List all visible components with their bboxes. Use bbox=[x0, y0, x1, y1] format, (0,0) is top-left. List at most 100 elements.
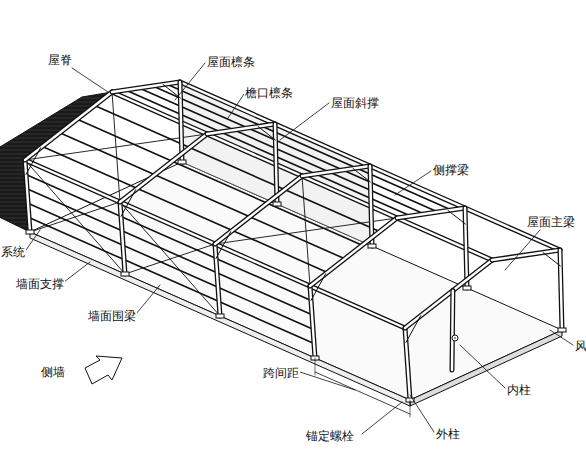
rafter bbox=[120, 134, 207, 202]
rafter bbox=[405, 260, 492, 328]
eave-purlin bbox=[180, 82, 560, 250]
roof-purlin bbox=[285, 190, 380, 232]
rafter bbox=[112, 82, 180, 92]
rafter bbox=[25, 92, 112, 160]
part-label: 内柱 bbox=[506, 383, 532, 397]
leader-line bbox=[300, 372, 355, 390]
roof-purlin bbox=[267, 203, 362, 245]
roof-purlin bbox=[42, 146, 137, 188]
knee-brace bbox=[406, 316, 421, 343]
roof-purlin bbox=[250, 217, 345, 259]
rafter bbox=[492, 250, 560, 260]
roof-brace bbox=[302, 176, 310, 286]
rafter bbox=[310, 218, 397, 286]
inner-column bbox=[450, 291, 456, 370]
leader-line bbox=[410, 395, 434, 432]
rafter bbox=[112, 82, 180, 92]
leader-line bbox=[228, 94, 244, 118]
leader-line bbox=[505, 230, 540, 270]
base-plate bbox=[26, 230, 34, 234]
roof-purlin bbox=[95, 106, 190, 148]
part-label: 屋面主梁 bbox=[526, 215, 576, 229]
rafter bbox=[310, 218, 397, 286]
part-label: 屋脊 bbox=[47, 53, 73, 67]
view-arrow bbox=[85, 356, 122, 384]
outer-column bbox=[465, 208, 467, 288]
leader-line bbox=[26, 230, 40, 250]
rafter bbox=[397, 208, 465, 218]
outer-column bbox=[275, 124, 277, 204]
part-label: 屋面檩条 bbox=[206, 55, 256, 69]
roof-purlin bbox=[155, 175, 250, 217]
rafter bbox=[207, 124, 275, 134]
roof-purlin bbox=[137, 188, 232, 230]
rafter bbox=[397, 208, 465, 218]
base-plate bbox=[121, 272, 129, 276]
slab-edge bbox=[30, 232, 410, 406]
base-plate bbox=[463, 286, 471, 290]
column-marker bbox=[454, 337, 456, 339]
outer-column bbox=[560, 250, 562, 330]
roof-purlin bbox=[232, 230, 327, 272]
knee-brace bbox=[121, 190, 136, 217]
rafter bbox=[215, 176, 302, 244]
outer-column bbox=[370, 166, 372, 246]
gable-wall bbox=[0, 92, 112, 232]
dimension-tick bbox=[410, 400, 411, 417]
leader-line bbox=[550, 330, 573, 345]
rafter bbox=[207, 124, 275, 134]
roof-purlin bbox=[172, 161, 267, 203]
ridge-beam bbox=[112, 92, 492, 260]
eave-purlin bbox=[25, 160, 405, 328]
rafter bbox=[405, 260, 492, 328]
knee-brace bbox=[26, 148, 41, 175]
knee-brace bbox=[353, 169, 370, 183]
outer-column bbox=[560, 250, 562, 330]
knee-brace bbox=[448, 211, 465, 225]
part-label: 外柱 bbox=[435, 427, 461, 441]
base-plate bbox=[178, 160, 186, 164]
part-label: 墙面支撑 bbox=[15, 277, 65, 291]
roof-purlin bbox=[60, 133, 155, 175]
part-label: 墙面围梁 bbox=[87, 309, 137, 323]
roof-brace bbox=[112, 92, 120, 202]
rafter bbox=[302, 166, 370, 176]
rafter bbox=[492, 250, 560, 260]
part-label: 侧墙 bbox=[40, 365, 66, 379]
leader-line bbox=[460, 345, 505, 388]
leader-line bbox=[175, 63, 205, 100]
leader-line bbox=[136, 285, 160, 314]
base-plate bbox=[558, 328, 566, 332]
inner-column bbox=[451, 291, 454, 370]
part-label: 跨间距 bbox=[262, 366, 300, 380]
part-label: 锚定螺栓 bbox=[305, 429, 355, 443]
ridge-beam bbox=[112, 92, 492, 260]
base-plate bbox=[273, 202, 281, 206]
slab-edge bbox=[410, 330, 562, 406]
base-plate bbox=[216, 314, 224, 318]
leader-line bbox=[280, 103, 329, 140]
part-label: 风 bbox=[574, 339, 586, 353]
leader-line bbox=[64, 262, 90, 282]
eave-purlin bbox=[180, 82, 560, 250]
leader-line bbox=[395, 171, 431, 195]
part-label: 侧撑梁 bbox=[432, 163, 470, 177]
rafter bbox=[215, 176, 302, 244]
outer-column bbox=[370, 166, 372, 246]
dimension-tick bbox=[315, 358, 316, 375]
base-plate bbox=[368, 244, 376, 248]
rafter bbox=[25, 92, 112, 160]
roof-purlin bbox=[190, 148, 285, 190]
knee-brace bbox=[311, 274, 326, 301]
knee-brace bbox=[216, 232, 231, 259]
leader-line bbox=[72, 68, 108, 92]
dimension-line bbox=[315, 372, 410, 414]
wall-brace bbox=[120, 202, 220, 316]
knee-brace bbox=[258, 127, 275, 141]
column-marker bbox=[452, 335, 458, 341]
eave-purlin bbox=[25, 160, 405, 328]
knee-brace bbox=[543, 253, 560, 267]
outer-column bbox=[275, 124, 277, 204]
